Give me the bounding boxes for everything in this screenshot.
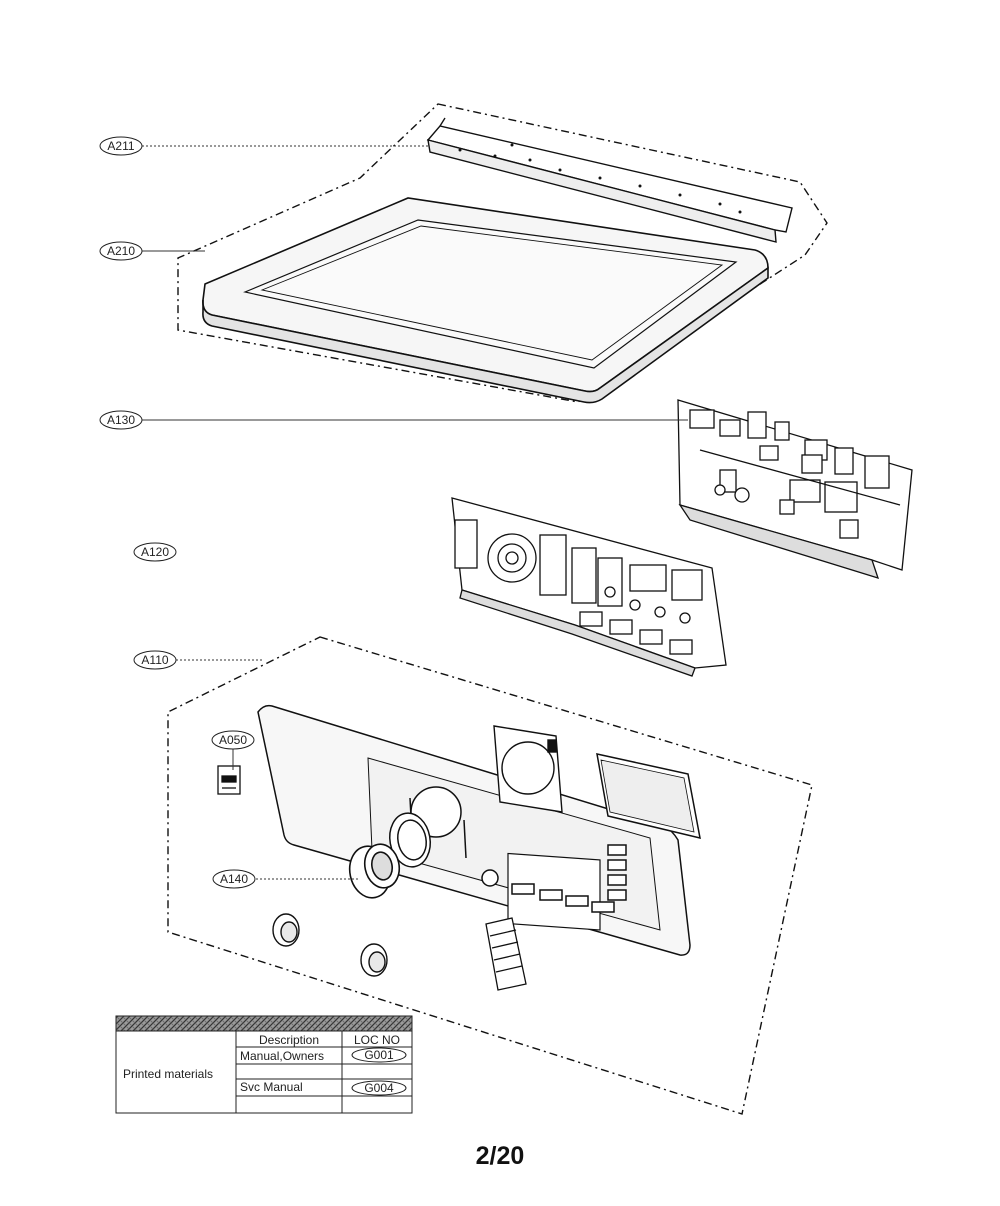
callout-a050: A050	[211, 730, 255, 750]
push-button-right	[360, 943, 388, 977]
svg-text:A140: A140	[220, 872, 248, 886]
svg-text:A050: A050	[219, 733, 247, 747]
knob-ring	[389, 812, 431, 868]
callout-a110: A110	[133, 650, 177, 670]
button-comb	[485, 917, 527, 991]
svg-text:A130: A130	[107, 413, 135, 427]
display-window	[596, 753, 701, 839]
row-2-description: Svc Manual	[240, 1080, 303, 1094]
callout-a140: A140	[212, 869, 256, 889]
svg-text:A120: A120	[141, 545, 169, 559]
callout-a211: A211	[99, 136, 143, 156]
group-label: Printed materials	[123, 1067, 213, 1081]
a211-bracket-rail	[426, 117, 793, 243]
callout-a210: A210	[99, 241, 143, 261]
a110-control-panel	[257, 704, 691, 956]
header-loc-no: LOC NO	[354, 1033, 400, 1047]
a050-button-part	[217, 765, 241, 795]
push-button-left	[272, 913, 300, 947]
callout-a120: A120	[133, 542, 177, 562]
row-1-loc: G001	[364, 1048, 394, 1062]
svg-text:A211: A211	[107, 139, 134, 153]
leader-lines	[142, 145, 688, 880]
row-1-description: Manual,Owners	[240, 1049, 324, 1063]
page-number: 2/20	[475, 1142, 525, 1170]
callout-a130: A130	[99, 410, 143, 430]
knob-bracket	[493, 725, 563, 813]
svg-text:A110: A110	[141, 653, 168, 667]
a140-knob	[348, 843, 401, 899]
printed-materials-table: Description LOC NO Printed materials Man…	[115, 1015, 413, 1114]
row-2-loc: G004	[364, 1081, 394, 1095]
header-description: Description	[259, 1033, 319, 1047]
svg-text:A210: A210	[107, 244, 135, 258]
a130-pcb-assembly	[677, 399, 913, 579]
a120-pcb-assembly	[451, 497, 727, 677]
top-assembly-boundary	[177, 103, 828, 403]
a210-top-lid	[202, 197, 769, 404]
